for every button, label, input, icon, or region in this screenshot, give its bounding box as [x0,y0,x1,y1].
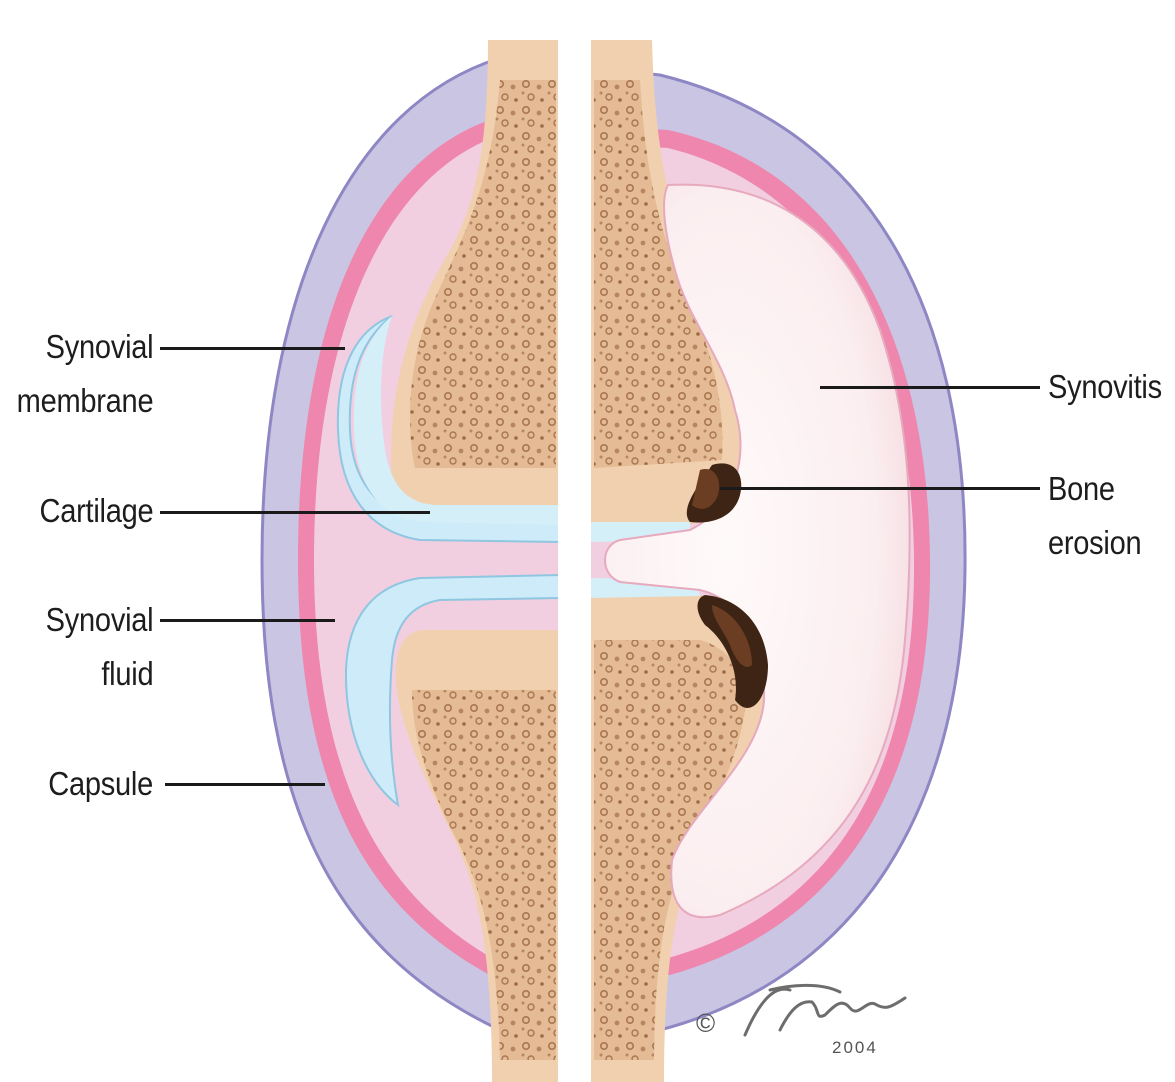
label-bone-erosion: Bone erosion [1048,462,1141,570]
section-gap [558,0,591,1082]
label-synovial-membrane-line1: Synovial [16,320,153,374]
label-capsule-text: Capsule [48,757,153,811]
leader-line-capsule [165,783,325,786]
label-synovial-fluid: Synovial fluid [45,593,153,701]
label-synovitis: Synovitis [1048,360,1162,414]
leader-line-synovitis [820,386,1040,389]
leader-line-bone-erosion [720,487,1040,490]
label-capsule: Capsule [48,757,153,811]
artist-signature [745,985,905,1035]
leader-line-synovial-fluid [160,619,335,622]
credit-year: 2004 [832,1038,878,1058]
label-synovitis-text: Synovitis [1048,360,1162,414]
label-synovial-fluid-line1: Synovial [45,593,153,647]
label-bone-erosion-line2: erosion [1048,516,1141,570]
leader-line-synovial-membrane [160,347,345,350]
label-synovial-fluid-line2: fluid [45,647,153,701]
label-synovial-membrane-line2: membrane [16,374,153,428]
label-cartilage-text: Cartilage [39,484,153,538]
leader-line-cartilage [160,511,430,514]
label-cartilage: Cartilage [39,484,153,538]
label-synovial-membrane: Synovial membrane [16,320,153,428]
copyright-symbol: © [696,1008,715,1039]
label-bone-erosion-line1: Bone [1048,462,1141,516]
